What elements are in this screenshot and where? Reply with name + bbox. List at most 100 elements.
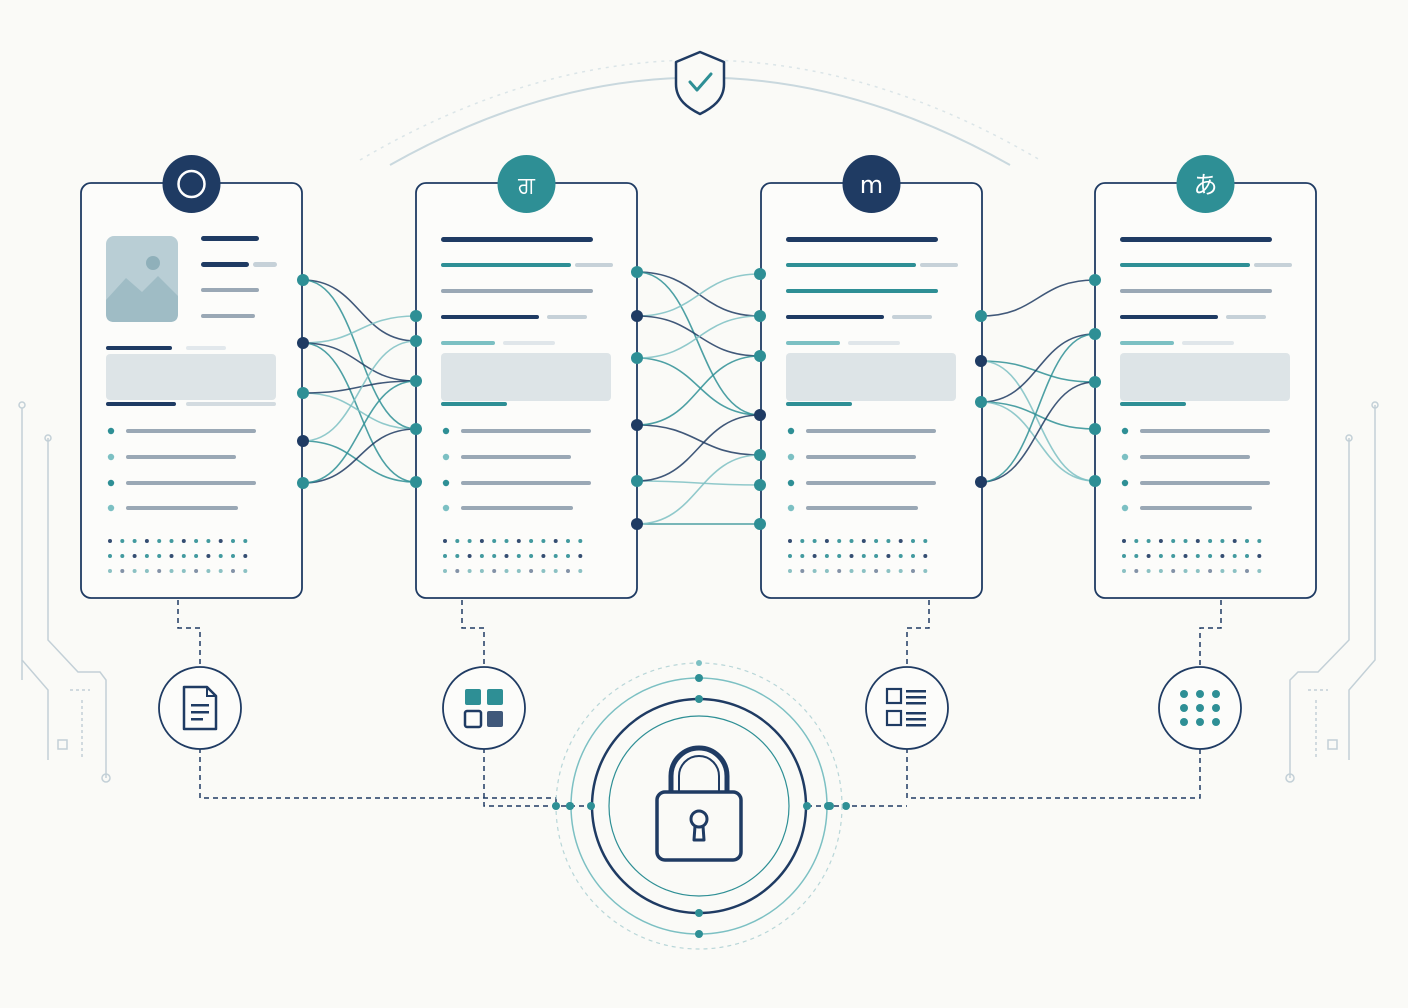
dot-matrix-dot <box>492 539 497 543</box>
dot-matrix-dot <box>144 539 149 543</box>
link-node <box>631 518 643 530</box>
dot-matrix-dot <box>194 539 199 543</box>
link-curve <box>636 424 761 456</box>
dot-matrix-dot <box>467 554 472 558</box>
dot-matrix-dot <box>108 554 112 558</box>
link-curve <box>302 428 417 484</box>
dot-matrix-dot <box>455 569 460 573</box>
dot-matrix-dot <box>120 569 125 573</box>
panel-badge: あ <box>1176 155 1235 213</box>
bullet-dot <box>787 427 795 435</box>
text-line <box>786 263 916 267</box>
dot-matrix-dot <box>837 554 842 558</box>
link-node <box>631 475 643 487</box>
dot-matrix-dot <box>849 539 854 543</box>
dot-matrix-dot <box>1232 539 1237 543</box>
dot-matrix-dot <box>169 569 174 573</box>
dot-matrix-dot <box>1257 569 1262 573</box>
text-line <box>201 288 259 292</box>
dot-matrix-dot <box>1245 539 1249 543</box>
link-node <box>975 355 987 367</box>
stub-line <box>461 600 485 667</box>
dot-matrix-dot <box>243 539 248 543</box>
dot-matrix-dot <box>1183 539 1188 543</box>
left-circuit-decoration <box>18 401 111 783</box>
dot-matrix-dot <box>800 539 805 543</box>
dot-matrix-dot <box>132 554 137 558</box>
badge-circle <box>842 155 901 213</box>
text-line <box>503 341 555 345</box>
link-node <box>410 310 422 322</box>
dot-matrix-dot <box>874 569 879 573</box>
dot-matrix-dot <box>923 569 928 573</box>
dot-matrix-dot <box>1146 539 1151 543</box>
dot-matrix-dot <box>911 539 915 543</box>
dot-matrix-dot <box>243 569 248 573</box>
blurred-placeholder <box>786 353 956 401</box>
padlock-icon <box>655 745 743 862</box>
dot-matrix-dot <box>566 569 570 573</box>
dot-matrix-dot <box>516 554 521 558</box>
panel-badge: m <box>842 155 901 213</box>
text-line <box>201 236 259 241</box>
document-icon <box>158 666 242 750</box>
link-curve <box>302 340 417 442</box>
dot-matrix-dot <box>1122 569 1126 573</box>
dot-matrix-dot <box>132 569 137 573</box>
dot-matrix-dot <box>812 539 817 543</box>
bullet-line <box>461 481 591 485</box>
right-circuit-decoration <box>1285 401 1379 783</box>
badge-glyph: m <box>860 171 883 199</box>
dot-matrix-dot <box>108 539 112 543</box>
text-line <box>1120 237 1272 242</box>
link-curve <box>302 380 417 484</box>
dot-matrix-dot <box>800 554 805 558</box>
bullet-dot <box>107 427 115 435</box>
bullet-dot <box>1121 453 1129 461</box>
grid-dot <box>1212 690 1220 698</box>
bullet-line <box>806 429 936 433</box>
shield-check-icon <box>674 50 726 116</box>
dot-matrix-dot <box>874 554 879 558</box>
document-panel-3: m <box>760 155 983 599</box>
dot-matrix-dot <box>788 539 792 543</box>
dot-matrix-dot <box>1158 539 1163 543</box>
dot-matrix-dot <box>504 569 509 573</box>
text-line <box>106 402 176 406</box>
link-node <box>297 337 309 349</box>
text-line <box>441 402 507 406</box>
stub-line <box>906 600 930 667</box>
dot-matrix-dot <box>886 539 891 543</box>
grid-dot <box>1196 718 1204 726</box>
bullet-line <box>1140 455 1250 459</box>
badge-glyph: あ <box>1194 171 1218 199</box>
grid-dot <box>1180 704 1188 712</box>
link-curve <box>980 360 1096 383</box>
dot-matrix-dot <box>479 554 484 558</box>
dot-matrix-dot <box>206 569 211 573</box>
dot-matrix-dot <box>157 539 162 543</box>
link-curve <box>636 480 761 486</box>
link-node <box>1089 376 1101 388</box>
text-line <box>106 346 172 350</box>
bus-line-right <box>906 748 1201 799</box>
dot-matrix-dot <box>898 539 903 543</box>
dot-matrix-dot <box>898 554 903 558</box>
link-curve <box>302 279 417 430</box>
link-curve <box>302 380 417 394</box>
dot-matrix-dot <box>911 554 915 558</box>
dot-matrix-dot <box>849 569 854 573</box>
dot-matrix-dot <box>1171 554 1176 558</box>
bullet-line <box>1140 481 1270 485</box>
link-curve <box>302 440 417 483</box>
dots-grid-icon <box>1158 666 1242 750</box>
grid-dot <box>1196 704 1204 712</box>
dot-matrix-dot <box>529 569 534 573</box>
dot-matrix-dot <box>516 539 521 543</box>
dot-matrix-dot <box>1232 569 1237 573</box>
dot-matrix-dot <box>861 539 866 543</box>
dot-matrix-dot <box>194 569 199 573</box>
dot-matrix-dot <box>788 569 792 573</box>
text-line <box>1182 341 1234 345</box>
